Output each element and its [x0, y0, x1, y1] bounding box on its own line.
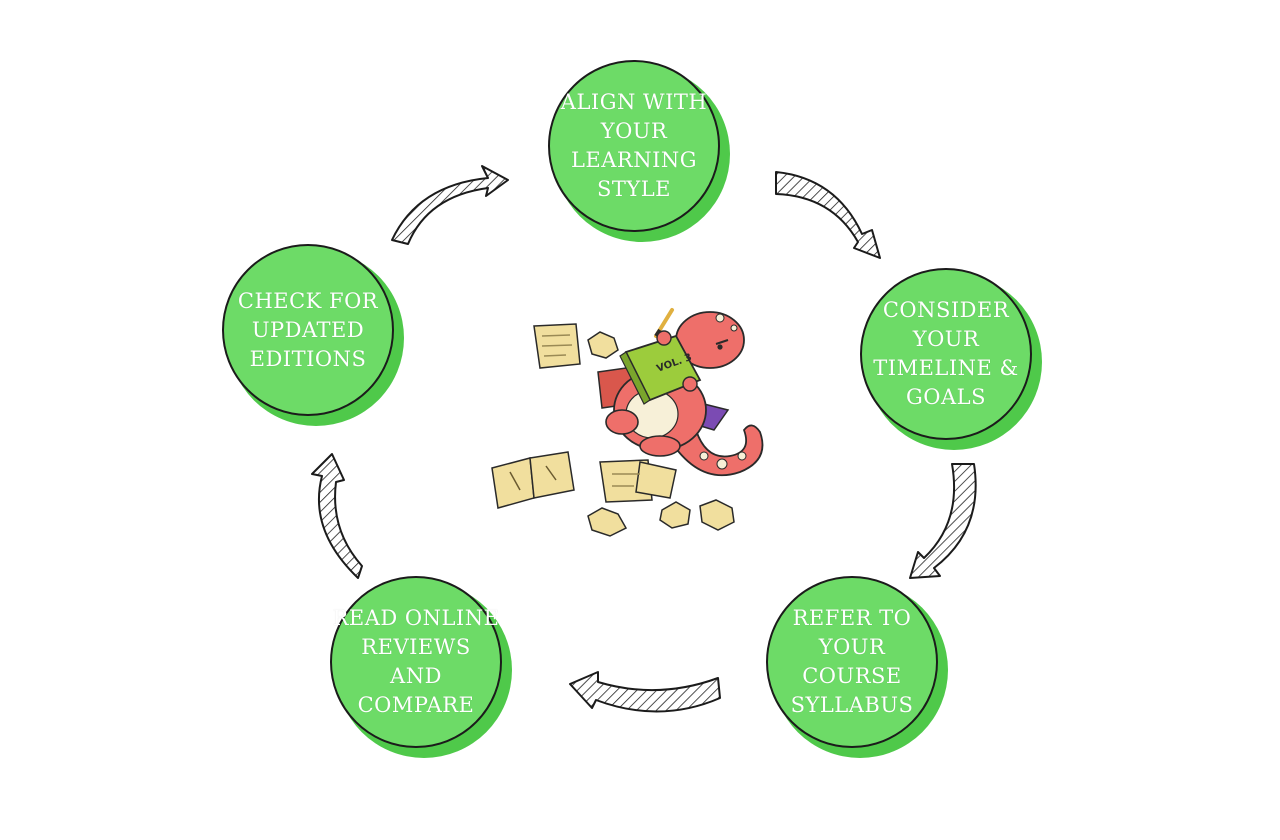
node-circle: Consider your timeline & goals: [860, 268, 1032, 440]
step-node-read: Read online reviews and compare: [330, 576, 514, 760]
cycle-arrow-icon: [569, 671, 721, 713]
node-circle: Read online reviews and compare: [330, 576, 502, 748]
cycle-arrow-icon: [391, 165, 509, 245]
step-label-check: Check for updated editions: [237, 288, 379, 371]
step-label-consider: Consider your timeline & goals: [873, 298, 1019, 409]
step-node-check: Check for updated editions: [222, 244, 406, 428]
step-label-align: Align with your learning style: [560, 90, 708, 201]
cycle-arrow-icon: [311, 453, 363, 579]
node-circle: Check for updated editions: [222, 244, 394, 416]
step-label-refer: Refer to your course syllabus: [790, 606, 914, 717]
cycle-arrow-icon: [775, 171, 881, 259]
step-node-align: Align with your learning style: [548, 60, 732, 244]
cycle-arrow-icon: [909, 463, 977, 579]
step-label-read: Read online reviews and compare: [332, 606, 500, 717]
step-node-consider: Consider your timeline & goals: [860, 268, 1044, 452]
step-node-refer: Refer to your course syllabus: [766, 576, 950, 760]
node-circle: Align with your learning style: [548, 60, 720, 232]
node-circle: Refer to your course syllabus: [766, 576, 938, 748]
